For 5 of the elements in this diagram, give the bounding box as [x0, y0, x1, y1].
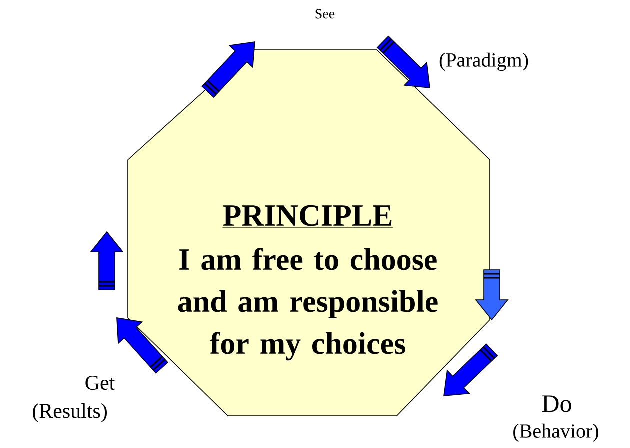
cycle-label: (Results): [33, 403, 107, 423]
cycle-label: (Behavior): [514, 424, 598, 442]
cycle-label: Do: [542, 396, 572, 412]
cycle-label: (Paradigm): [440, 52, 528, 72]
cycle-label: See: [316, 9, 335, 19]
